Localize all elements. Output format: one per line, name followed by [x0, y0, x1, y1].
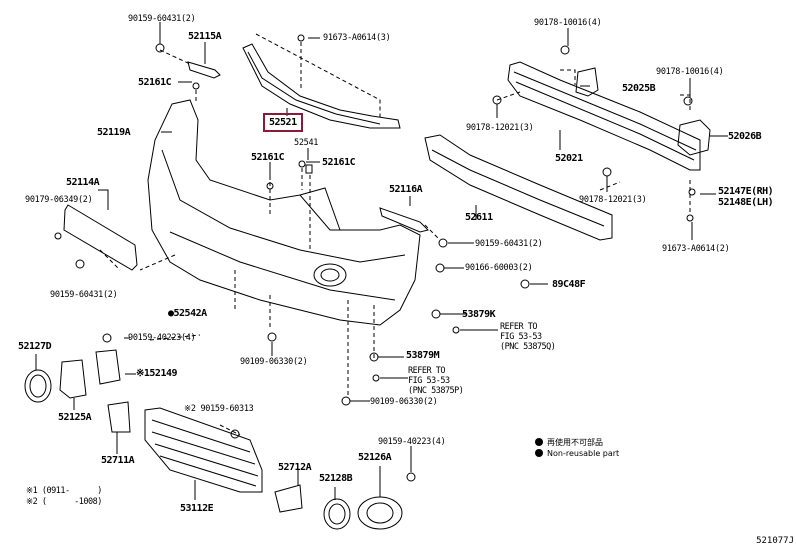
part-label[interactable]: ※152149 [136, 368, 178, 379]
legend-text: Non-reusable part [547, 449, 620, 458]
fog-bezel-drawings [24, 349, 403, 530]
footnote-2: ※2 ( -1008) [26, 497, 102, 507]
garnish-52115a-drawing [187, 61, 221, 79]
filled-circle-icon [535, 449, 543, 457]
part-label[interactable]: 52148E(LH) [718, 197, 774, 208]
part-label[interactable]: 90109-06330(2) [240, 357, 308, 367]
part-label[interactable]: 90166-60003(2) [465, 263, 533, 273]
part-label[interactable]: 89C48F [552, 279, 586, 290]
part-label-selected[interactable]: 52521 [263, 113, 303, 132]
part-label[interactable]: 52147E(RH) [718, 186, 774, 197]
part-label[interactable]: 52026B [728, 131, 762, 142]
figure-code: 521077J [756, 536, 794, 546]
leader-dashes [99, 33, 691, 436]
part-label[interactable]: 52711A [101, 455, 135, 466]
part-label[interactable]: 52114A [66, 177, 100, 188]
part-label[interactable]: 52025B [622, 83, 656, 94]
refer-note: REFER TO FIG 53-53 (PNC 53875Q) [500, 322, 556, 352]
part-label[interactable]: 53879K [462, 309, 496, 320]
garnish-52116a-drawing [379, 207, 429, 233]
bracket-52026b-drawing [677, 119, 711, 156]
legend-item: 再使用不可部品 [535, 437, 619, 448]
part-label[interactable]: ※2 90159-60313 [184, 404, 254, 414]
part-label[interactable]: 90109-06330(2) [370, 397, 438, 407]
upper-retainer-drawing [242, 43, 401, 129]
part-label[interactable]: 90178-12021(3) [579, 195, 647, 205]
part-label[interactable]: 90159-60431(2) [128, 14, 196, 24]
filled-circle-icon [535, 438, 543, 446]
part-label[interactable]: 52127D [18, 341, 52, 352]
bumper-cover-drawing [147, 99, 421, 326]
part-label[interactable]: 52115A [188, 31, 222, 42]
part-label[interactable]: 52119A [97, 127, 131, 138]
refer-note: REFER TO FIG 53-53 (PNC 53875P) [408, 366, 464, 396]
part-label[interactable]: 53112E [180, 503, 214, 514]
part-label[interactable]: 90159-40223(4) [128, 333, 196, 343]
fastener-icons [54, 34, 696, 482]
part-label[interactable]: 53879M [406, 350, 440, 361]
part-label[interactable]: 90178-10016(4) [656, 67, 724, 77]
part-label[interactable]: 52161C [138, 77, 172, 88]
part-label[interactable]: 90178-12021(3) [466, 123, 534, 133]
license-bracket-drawing [63, 204, 138, 271]
part-label[interactable]: 52128B [319, 473, 353, 484]
grille-drawing [144, 407, 263, 493]
part-label[interactable]: 90159-60431(2) [475, 239, 543, 249]
bracket-52025b-drawing [575, 67, 599, 97]
part-label[interactable]: 91673-A0614(3) [323, 33, 391, 43]
part-label[interactable]: 90159-40223(4) [378, 437, 446, 447]
part-label[interactable]: 52116A [389, 184, 423, 195]
legend-item: Non-reusable part [535, 448, 619, 459]
part-label[interactable]: 90178-10016(4) [534, 18, 602, 28]
part-label[interactable]: 52161C [322, 157, 356, 168]
part-label[interactable]: 91673-A0614(2) [662, 244, 730, 254]
part-label[interactable]: 52161C [251, 152, 285, 163]
part-label[interactable]: 90179-06349(2) [25, 195, 93, 205]
part-label[interactable]: 52021 [555, 153, 583, 164]
part-label[interactable]: 90159-60431(2) [50, 290, 118, 300]
energy-absorber-drawing [424, 134, 613, 241]
part-label[interactable]: 52541 [294, 138, 319, 148]
part-label[interactable]: 52126A [358, 452, 392, 463]
legend-text: 再使用不可部品 [547, 438, 603, 447]
legend: 再使用不可部品 Non-reusable part [535, 437, 619, 459]
footnote-1: ※1 (0911- ) [26, 486, 102, 496]
part-label[interactable]: 52611 [465, 212, 493, 223]
leader-lines [35, 22, 728, 500]
bumper-reinforcement-drawing [507, 61, 701, 171]
part-label[interactable]: 52712A [278, 462, 312, 473]
part-label[interactable]: 52125A [58, 412, 92, 423]
part-label[interactable]: ●52542A [168, 308, 207, 319]
